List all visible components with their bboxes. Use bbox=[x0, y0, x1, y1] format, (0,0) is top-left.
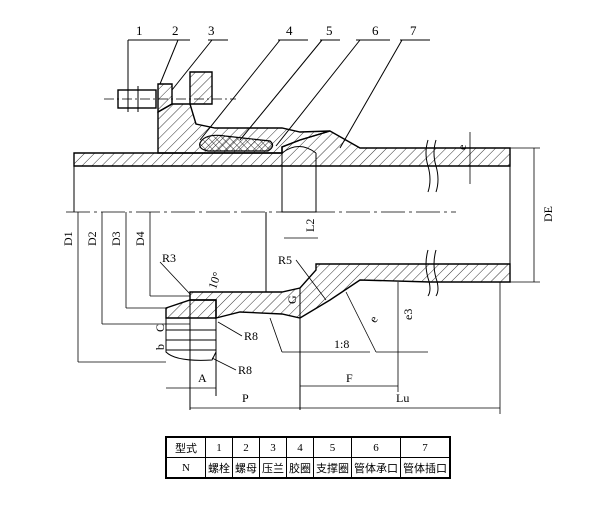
lower-flange bbox=[165, 299, 217, 319]
table-name-4: 胶圈 bbox=[286, 457, 314, 479]
dim-l2: L2 bbox=[303, 219, 317, 232]
dim-taper: 1:8 bbox=[334, 337, 349, 351]
dim-d4: D4 bbox=[133, 231, 147, 246]
table-col-4: 4 bbox=[286, 436, 314, 458]
table-col-1: 1 bbox=[205, 436, 233, 458]
dim-c: C bbox=[153, 324, 167, 332]
dim-r3: R3 bbox=[162, 251, 176, 265]
table-col-2: 2 bbox=[232, 436, 260, 458]
table-name-1: 螺栓 bbox=[205, 457, 233, 479]
table-name-2: 螺母 bbox=[232, 457, 260, 479]
table-col-5: 5 bbox=[313, 436, 352, 458]
nut-block bbox=[157, 83, 173, 114]
table-header-label: 型式 bbox=[165, 436, 206, 458]
dim-d3: D3 bbox=[109, 231, 123, 246]
lower-pipe-wall bbox=[189, 263, 511, 319]
table-name-3: 压兰 bbox=[259, 457, 287, 479]
callout-2: 2 bbox=[172, 23, 179, 38]
dim-e1: e bbox=[366, 313, 381, 325]
table-name-6: 管体承口 bbox=[351, 457, 401, 479]
dim-g: G bbox=[285, 295, 299, 304]
callout-3: 3 bbox=[208, 23, 215, 38]
dim-b: b bbox=[153, 344, 167, 350]
dim-lu: Lu bbox=[396, 391, 409, 405]
table-header-row: 型式 1 2 3 4 5 6 7 bbox=[165, 436, 451, 458]
table-col-6: 6 bbox=[351, 436, 401, 458]
dim-de: DE bbox=[541, 206, 555, 222]
dim-r8-upper: R8 bbox=[244, 329, 258, 343]
callout-4: 4 bbox=[286, 23, 293, 38]
dim-f: F bbox=[346, 371, 353, 385]
table-col-7: 7 bbox=[400, 436, 451, 458]
dim-e3: e3 bbox=[401, 309, 415, 320]
callout-6: 6 bbox=[372, 23, 379, 38]
dim-p: P bbox=[242, 391, 249, 405]
callout-5: 5 bbox=[326, 23, 333, 38]
table-col-3: 3 bbox=[259, 436, 287, 458]
dim-d1: D1 bbox=[61, 231, 75, 246]
parts-table: 型式 1 2 3 4 5 6 7 N 螺栓 螺母 压兰 胶圈 支撑圈 管体承口 … bbox=[165, 436, 451, 479]
dim-e: e bbox=[455, 145, 469, 150]
table-row: N 螺栓 螺母 压兰 胶圈 支撑圈 管体承口 管体插口 bbox=[165, 457, 451, 479]
dim-r8-lower: R8 bbox=[238, 363, 252, 377]
table-name-5: 支撑圈 bbox=[313, 457, 352, 479]
callout-1: 1 bbox=[136, 23, 143, 38]
dim-a: A bbox=[198, 371, 207, 385]
dim-r5: R5 bbox=[278, 253, 292, 267]
rubber-ring bbox=[199, 134, 274, 152]
dim-angle: 10° bbox=[205, 270, 224, 291]
callout-7: 7 bbox=[410, 23, 417, 38]
table-name-7: 管体插口 bbox=[400, 457, 451, 479]
gland-lug bbox=[189, 71, 213, 105]
table-row-label: N bbox=[165, 457, 206, 479]
dim-d2: D2 bbox=[85, 231, 99, 246]
